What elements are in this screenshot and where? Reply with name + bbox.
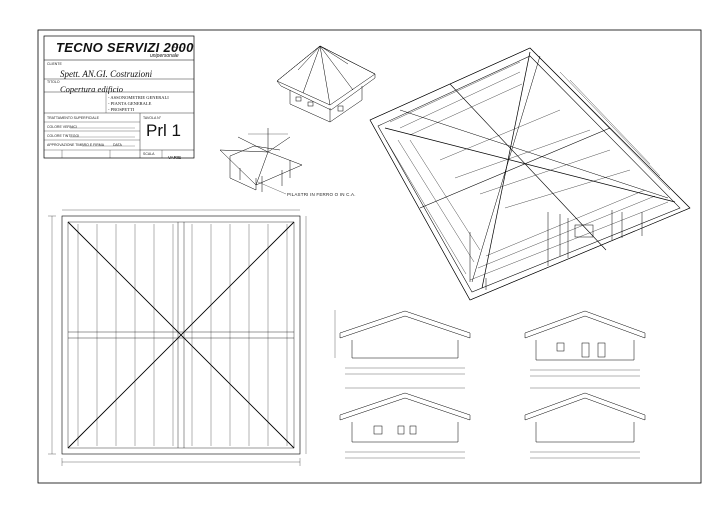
small-axonometric-frame — [219, 128, 303, 192]
item-axonometric: - ASSONOMETRIE GENERALI — [108, 95, 169, 100]
scale-label: SCALA — [143, 152, 155, 156]
large-axonometric-structure — [369, 47, 691, 301]
company-name: TECNO SERVIZI 2000 — [56, 40, 194, 55]
paint-color-label: COLORE TINTEGGI — [47, 134, 80, 138]
treatment-label: TRATTAMENTO SUPERFICIALE — [47, 116, 99, 120]
elevation-front — [334, 310, 471, 375]
sheet-label: TAVOLA N° — [143, 116, 161, 120]
roof-plan — [48, 209, 307, 466]
small-axonometric-roof — [276, 45, 376, 123]
elevation-side-right — [524, 310, 646, 377]
wood-color-label: COLORE VERNICI — [47, 125, 77, 129]
scale-value: VARIE — [168, 155, 182, 160]
company-subtitle: unipersonale — [150, 53, 179, 59]
sheet-border — [37, 29, 702, 484]
client-label: CLIENTE — [47, 62, 62, 66]
object-label: TITOLO — [47, 80, 60, 84]
elevation-side-left — [524, 387, 646, 459]
pillar-leader-line — [257, 181, 287, 195]
company-suffix: s.r.l. — [172, 44, 184, 50]
approval-label: APPROVAZIONE TIMBRO E FIRMA — [47, 143, 105, 147]
drawing-code: Prl 1 — [146, 121, 181, 140]
date-label: DATA — [113, 143, 122, 147]
item-elevations: - PROSPETTI — [108, 107, 135, 112]
drawing-object: Copertura edificio — [60, 84, 124, 94]
title-block — [43, 35, 195, 159]
elevation-rear — [339, 387, 471, 459]
item-plan: - PIANTA GENERALE — [108, 101, 152, 106]
client-name: Spett. AN.GI. Costruzioni — [60, 69, 153, 79]
pillar-note: PILASTRI IN FERRO O IN C.A. — [287, 192, 356, 197]
